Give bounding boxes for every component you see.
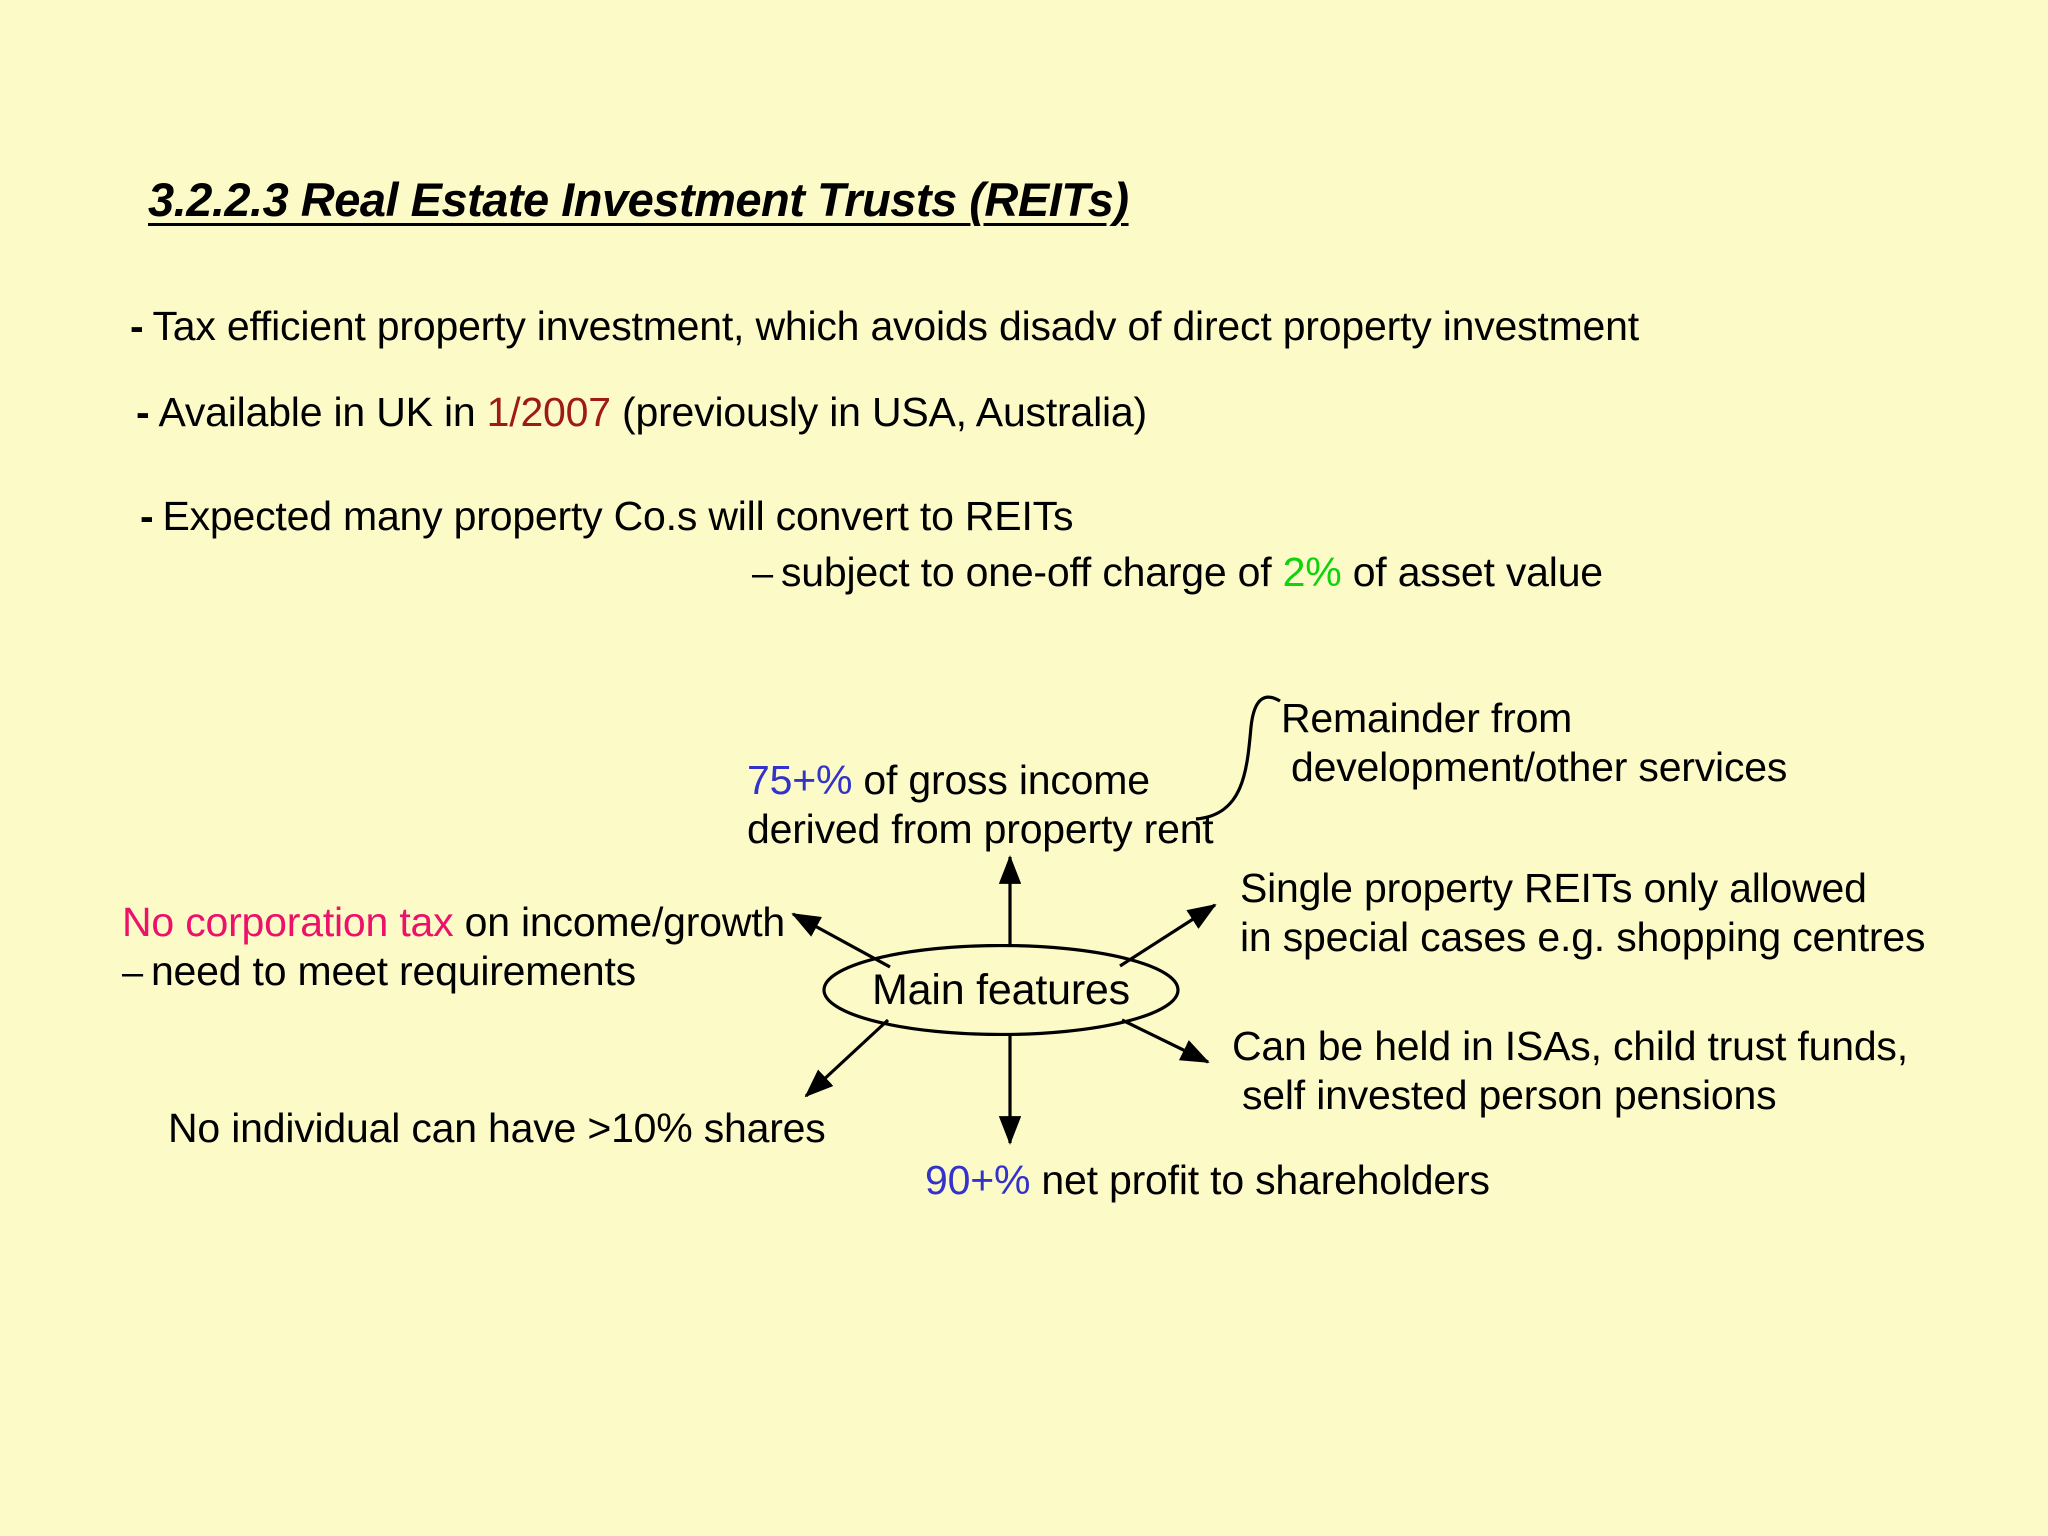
label-no-corporation-tax-line1: No corporation tax on income/growth: [122, 898, 785, 947]
bullet-item-2: -Available in UK in 1/2007 (previously i…: [136, 389, 1147, 436]
sub-bullet-marker: –: [752, 553, 773, 595]
label-remainder-line2: development/other services: [1291, 744, 1788, 790]
bullet-text: Expected many property Co.s will convert…: [162, 493, 1074, 539]
label-net-profit: 90+% net profit to shareholders: [925, 1156, 1490, 1205]
label-gross-income-line1: 75+% of gross income: [747, 756, 1214, 805]
label-isas: Can be held in ISAs, child trust funds, …: [1232, 1022, 1908, 1120]
highlight-90-percent: 90+%: [925, 1157, 1031, 1203]
label-single-property: Single property REITs only allowed in sp…: [1240, 864, 1925, 962]
ellipse-shape: [822, 943, 1180, 1037]
bullet-marker: -: [130, 303, 144, 349]
label-gross-income-rest: of gross income: [852, 757, 1150, 803]
center-node[interactable]: Main features: [822, 943, 1180, 1037]
bullet-text-post: (previously in USA, Australia): [610, 389, 1147, 435]
bullet-text: Tax efficient property investment, which…: [152, 303, 1639, 349]
label-remainder-line1: Remainder from: [1281, 695, 1573, 741]
bullet-item-3: -Expected many property Co.s will conver…: [140, 493, 1073, 540]
highlight-percent: 2%: [1282, 549, 1342, 595]
label-remainder: Remainder from development/other service…: [1281, 694, 1787, 792]
sub-bullet-text-post: of asset value: [1341, 549, 1603, 595]
highlight-75-percent: 75+%: [747, 757, 853, 803]
label-isas-line2: self invested person pensions: [1242, 1072, 1777, 1118]
label-no-corporation-tax-line2: –need to meet requirements: [122, 947, 785, 998]
label-single-property-line2: in special cases e.g. shopping centres: [1240, 914, 1926, 960]
label-no-corporation-tax-requirement: need to meet requirements: [150, 948, 636, 994]
highlight-no-corporation-tax: No corporation tax: [122, 899, 454, 945]
page-title: 3.2.2.3 Real Estate Investment Trusts (R…: [148, 173, 1129, 226]
bullet-item-1: -Tax efficient property investment, whic…: [130, 303, 1639, 350]
sub-bullet-marker: –: [122, 952, 143, 994]
sub-bullet-text-pre: subject to one-off charge of: [780, 549, 1283, 595]
bullet-marker: -: [140, 493, 154, 539]
bullet-marker: -: [136, 389, 150, 435]
bullet-text-pre: Available in UK in: [158, 389, 487, 435]
label-net-profit-rest: net profit to shareholders: [1030, 1157, 1490, 1203]
label-no-individual: No individual can have >10% shares: [168, 1105, 826, 1151]
label-no-corporation-tax: No corporation tax on income/growth –nee…: [122, 898, 785, 998]
label-isas-line1: Can be held in ISAs, child trust funds,: [1232, 1023, 1908, 1069]
label-no-corporation-tax-rest: on income/growth: [453, 899, 786, 945]
label-gross-income-line2: derived from property rent: [747, 806, 1214, 852]
center-node-label: Main features: [872, 965, 1130, 1014]
label-gross-income: 75+% of gross income derived from proper…: [747, 756, 1214, 854]
label-single-property-line1: Single property REITs only allowed: [1240, 865, 1867, 911]
sub-bullet-item-1: –subject to one-off charge of 2% of asse…: [752, 549, 1603, 596]
highlight-date: 1/2007: [486, 389, 611, 435]
